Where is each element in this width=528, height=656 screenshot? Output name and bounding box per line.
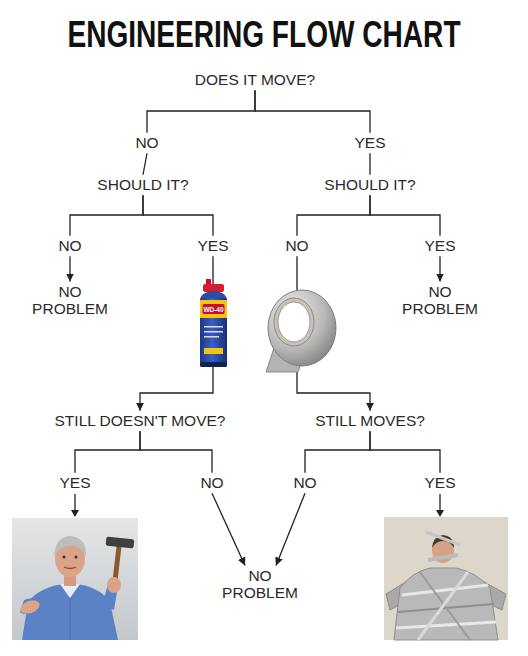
flow-connector (370, 195, 440, 236)
flow-connector (147, 90, 255, 133)
flow-node: NO PROBLEM (218, 568, 302, 601)
node-text: YES (197, 238, 228, 255)
flow-connector (70, 195, 143, 236)
taped-body (394, 568, 498, 640)
can-band (204, 348, 223, 354)
flow-connector (143, 195, 213, 236)
tape-strip (396, 622, 496, 628)
flow-node: NO (135, 135, 158, 152)
flow-node: SHOULD IT? (97, 177, 188, 194)
flow-connector (305, 431, 370, 473)
flow-node: NO (293, 475, 316, 492)
node-text: NO (135, 135, 158, 152)
can-print (204, 331, 223, 333)
flow-node: YES (424, 475, 455, 492)
flow-node: NO PROBLEM (28, 284, 112, 317)
flow-connector (140, 431, 212, 473)
flow-connector (276, 493, 305, 565)
shirt-seam (70, 598, 71, 640)
flow-connector (75, 431, 140, 473)
chart-title: ENGINEERING FLOW CHART (58, 17, 470, 53)
can-logo (203, 304, 225, 314)
node-text: NO PROBLEM (28, 284, 112, 317)
leader-line (439, 494, 440, 511)
can-nozzle (203, 284, 224, 292)
flow-connector (297, 195, 370, 236)
open-hand (19, 598, 42, 616)
hair (54, 536, 86, 557)
hammer-photo (12, 518, 138, 640)
hammer-head (106, 537, 135, 549)
flow-node: YES (59, 475, 90, 492)
collar (60, 584, 80, 598)
flow-connector (255, 90, 370, 133)
node-text: NO PROBLEM (398, 284, 482, 317)
node-text: SHOULD IT? (97, 177, 188, 194)
eye (75, 556, 78, 559)
flow-connector (369, 153, 370, 175)
leader-line (74, 494, 75, 511)
node-text: NO (200, 475, 223, 492)
node-text: YES (354, 135, 385, 152)
can-print (204, 326, 223, 328)
flow-node: DOES IT MOVE? (195, 72, 315, 89)
can-base (200, 362, 227, 367)
flow-node: YES (197, 238, 228, 255)
can-brand: WD-40 (203, 306, 224, 313)
tape-core (274, 298, 314, 346)
flow-node: NO (58, 238, 81, 255)
tape-strip (426, 532, 460, 545)
node-text: NO (285, 238, 308, 255)
fist (107, 577, 121, 593)
node-text: YES (59, 475, 90, 492)
taped-man-photo (384, 517, 508, 640)
flow-connector (370, 431, 440, 473)
spray-can: WD-40 (200, 279, 227, 367)
can-print (204, 336, 219, 338)
node-text: DOES IT MOVE? (195, 72, 315, 89)
can-body (200, 298, 227, 367)
mouth (64, 567, 76, 569)
duct-tape (266, 290, 336, 372)
tape-roll (268, 290, 336, 366)
flow-node: YES (424, 238, 455, 255)
node-text: NO (58, 238, 81, 255)
flow-node: NO (285, 238, 308, 255)
flow-connector (143, 153, 147, 175)
flow-node: SHOULD IT? (324, 177, 415, 194)
leader-head (436, 510, 444, 517)
node-text: SHOULD IT? (324, 177, 415, 194)
flow-connector (439, 256, 440, 281)
tape-hole (278, 302, 310, 342)
node-text: NO (293, 475, 316, 492)
eye (63, 556, 66, 559)
tape-strip (420, 572, 470, 640)
node-text: STILL DOESN'T MOVE? (55, 413, 226, 430)
can-label (200, 300, 227, 318)
leader-head (71, 510, 79, 517)
tape-strip (418, 572, 468, 640)
flow-node: NO PROBLEM (398, 284, 482, 317)
node-text: STILL MOVES? (315, 413, 425, 430)
node-text: YES (424, 238, 455, 255)
flow-node: NO (200, 475, 223, 492)
flow-node: STILL MOVES? (315, 413, 425, 430)
photo-background (12, 518, 138, 640)
flow-node: STILL DOESN'T MOVE? (55, 413, 226, 430)
photo-background (384, 517, 508, 640)
tape-strip (402, 585, 488, 595)
flow-node: YES (354, 135, 385, 152)
tape-strip (428, 555, 458, 560)
node-text: NO PROBLEM (218, 568, 302, 601)
shirt (22, 583, 118, 640)
node-text: YES (424, 475, 455, 492)
flow-connector (212, 493, 245, 565)
flow-connector (69, 256, 70, 281)
